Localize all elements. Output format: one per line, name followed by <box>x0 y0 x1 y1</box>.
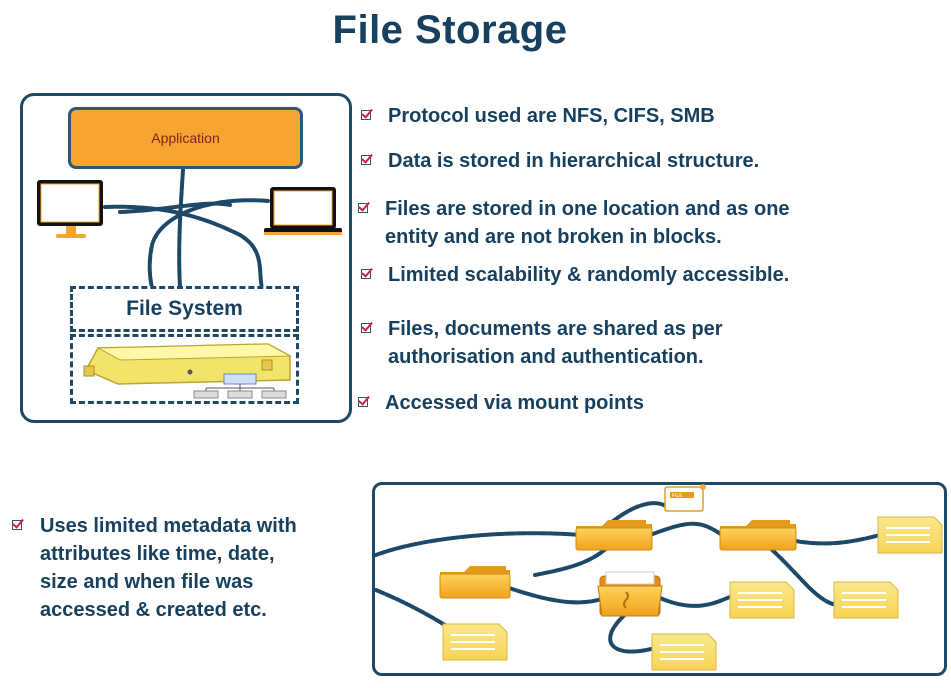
page-title: File Storage <box>332 8 568 52</box>
folder-icon <box>597 571 663 617</box>
application-box: Application <box>68 107 303 169</box>
cable-cross <box>118 201 232 214</box>
link <box>533 543 612 577</box>
bullet-item: Protocol used are NFS, CIFS, SMB <box>388 105 715 127</box>
link <box>788 533 882 546</box>
document-icon <box>833 581 899 619</box>
link <box>374 531 582 557</box>
laptop-icon <box>264 187 342 235</box>
cable-app <box>177 168 185 290</box>
document-icon <box>442 623 508 661</box>
checkbox-icon <box>12 520 22 530</box>
link <box>610 501 670 524</box>
checkbox-icon <box>358 397 368 407</box>
checkbox-icon <box>361 155 371 165</box>
folder-icon <box>719 520 797 551</box>
folder-icon <box>439 566 511 599</box>
cable-laptop <box>147 198 270 290</box>
link <box>374 588 447 627</box>
desktop-monitor-icon <box>37 180 103 238</box>
checkbox-icon <box>358 203 368 213</box>
bullet-item: Accessed via mount points <box>385 392 644 414</box>
document-icon <box>729 581 795 619</box>
file-system-box: File System <box>70 286 299 332</box>
link <box>648 521 724 537</box>
document-icon <box>651 633 717 671</box>
file-card-icon: FILE <box>664 484 706 512</box>
link <box>658 593 737 608</box>
document-icon <box>877 516 943 554</box>
link <box>608 610 657 654</box>
checkbox-icon <box>361 269 371 279</box>
folder-icon <box>575 520 653 551</box>
link <box>768 546 838 607</box>
checkbox-icon <box>361 323 371 333</box>
bullet-item: Limited scalability & randomly accessibl… <box>388 264 790 286</box>
metadata-bullet: Uses limited metadata with attributes li… <box>40 515 297 621</box>
bullet-item: Files are stored in one location and as … <box>385 198 790 248</box>
cable-monitor <box>103 204 264 290</box>
bullet-item: Data is stored in hierarchical structure… <box>388 150 760 172</box>
checkbox-icon <box>361 110 371 120</box>
file-badge: FILE <box>672 493 683 499</box>
bullet-item: Files, documents are shared as per autho… <box>388 318 723 368</box>
